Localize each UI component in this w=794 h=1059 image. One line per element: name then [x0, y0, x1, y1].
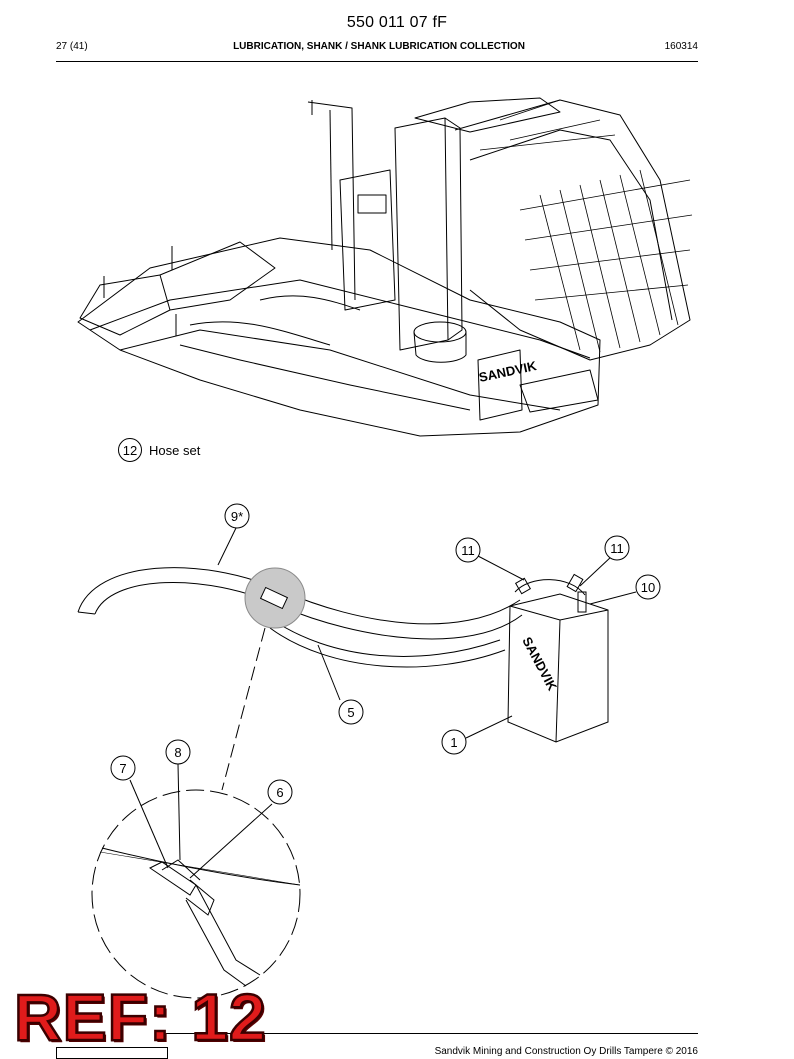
section-title: LUBRICATION, SHANK / SHANK LUBRICATION C…	[233, 41, 525, 52]
callout-1: 1	[450, 735, 457, 750]
caption-number: 12	[118, 438, 142, 462]
callout-9: 9*	[231, 509, 243, 524]
figure-caption: 12 Hose set	[118, 438, 200, 462]
footer-copyright: Sandvik Mining and Construction Oy Drill…	[434, 1046, 698, 1057]
callout-11-left: 11	[461, 543, 475, 558]
revision-date: 160314	[664, 41, 698, 52]
callout-10: 10	[641, 580, 655, 595]
header-rule	[56, 61, 698, 62]
callout-5: 5	[347, 705, 354, 720]
tank-brand-label: SANDVIK	[519, 634, 560, 693]
callout-11-right: 11	[610, 541, 624, 556]
document-number: 550 011 07 fF	[346, 14, 448, 31]
machine-overview-drawing: SANDVIK	[77, 97, 693, 437]
page-counter: 27 (41)	[56, 41, 88, 52]
callout-8: 8	[174, 745, 181, 760]
caption-text: Hose set	[149, 442, 201, 458]
callout-7: 7	[119, 761, 126, 776]
callout-6: 6	[276, 785, 283, 800]
reference-stamp: REF: 12	[13, 980, 267, 1054]
footer-rule	[160, 1033, 698, 1034]
